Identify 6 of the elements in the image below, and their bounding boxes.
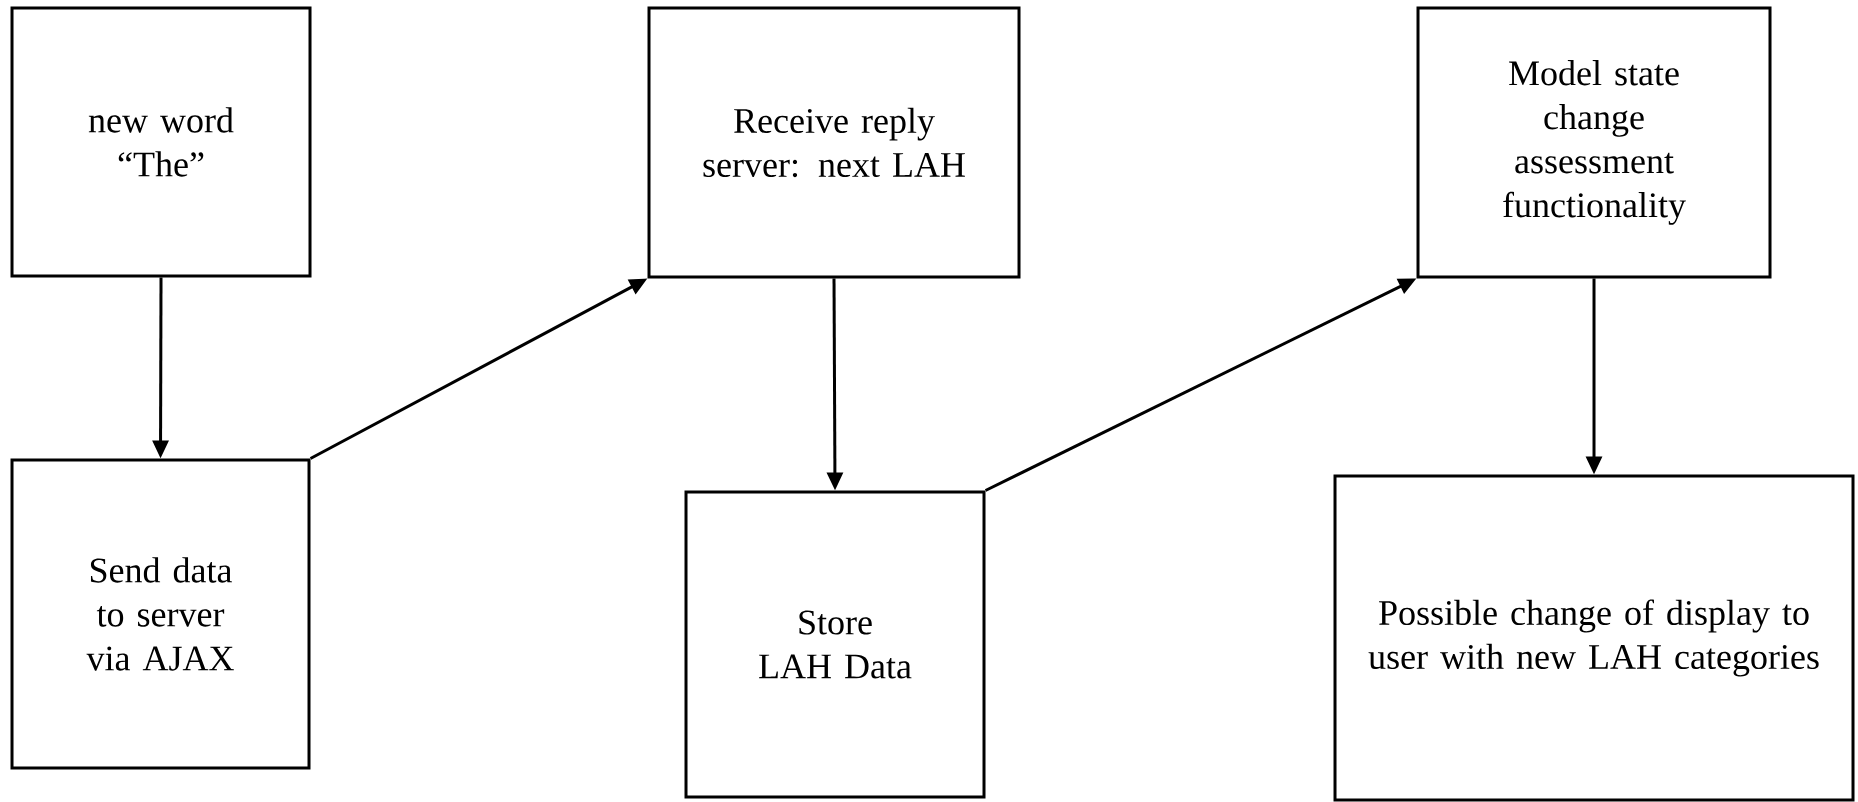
- process-box: Receive reply server: next LAH: [647, 6, 1021, 279]
- process-box: Model state change assessment functionality: [1416, 6, 1772, 279]
- process-box: Possible change of display to user with new LAH categories: [1333, 474, 1855, 802]
- process-box: Send data to server via AJAX: [10, 458, 311, 770]
- process-box: Store LAH Data: [684, 490, 986, 799]
- process-box: new word “The”: [10, 6, 312, 278]
